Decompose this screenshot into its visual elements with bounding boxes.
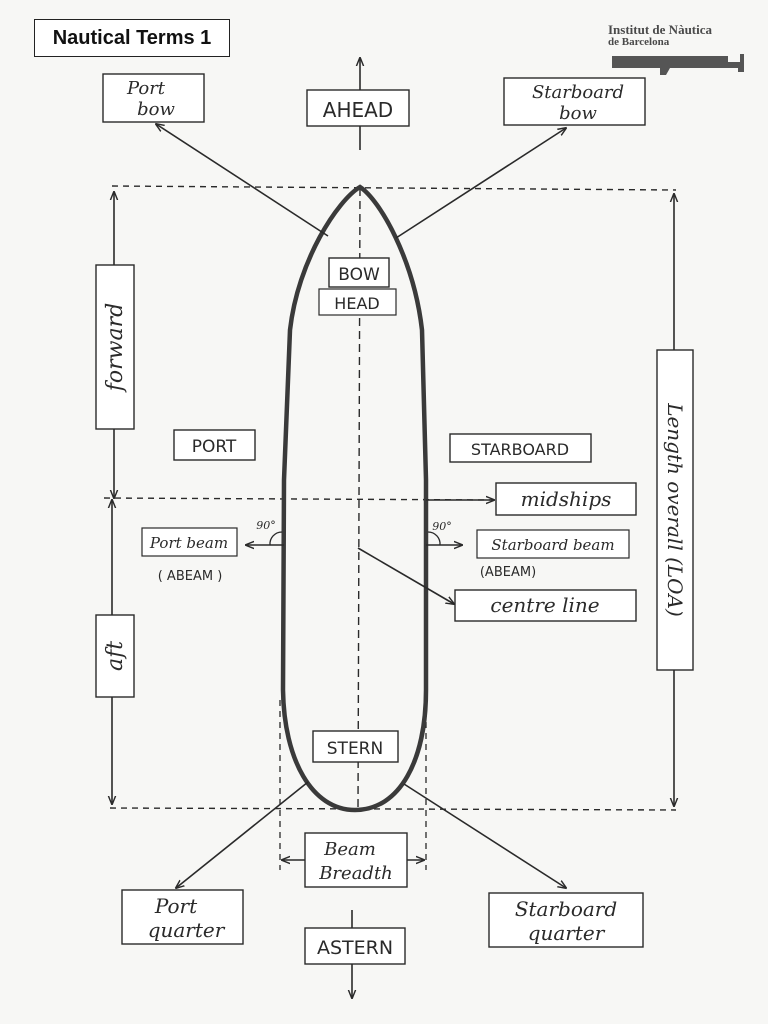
logo-text-line1: Institut de Nàutica	[608, 22, 713, 37]
logo-text-line2: de Barcelona	[608, 36, 670, 48]
breadth-text: Breadth	[318, 863, 393, 884]
port-text: PORT	[192, 437, 237, 457]
port-angle-text: 90°	[256, 519, 276, 532]
starboard-bow-arrow	[395, 128, 566, 239]
midships-text: midships	[521, 487, 612, 511]
port-beam-angle-arc	[269, 531, 283, 546]
starboard-bow-text-1: Starboard	[532, 82, 624, 103]
astern-text: ASTERN	[317, 937, 393, 959]
institute-logo: Institut de Nàutica de Barcelona	[604, 18, 750, 78]
starboard-bow-text-2: bow	[559, 103, 597, 124]
starboard-beam-text: Starboard beam	[491, 536, 614, 554]
centre-line-text: centre line	[490, 593, 599, 617]
starboard-quarter-text-2: quarter	[528, 921, 606, 945]
starboard-abeam-text: (ABEAM)	[480, 565, 536, 580]
head-text: HEAD	[334, 294, 379, 313]
ahead-text: AHEAD	[323, 98, 393, 122]
label-astern: ASTERN	[304, 927, 406, 965]
length-overall-text: Length overall (LOA)	[663, 402, 687, 617]
label-midships: midships	[495, 482, 637, 516]
starboard-quarter-text-1: Starboard	[515, 897, 617, 921]
port-beam-text: Port beam	[149, 534, 228, 552]
starboard-quarter-arrow	[403, 783, 566, 888]
port-quarter-text-2: quarter	[148, 918, 226, 942]
port-quarter-arrow	[176, 781, 309, 888]
port-quarter-text-1: Port	[154, 894, 198, 918]
label-starboard: STARBOARD	[449, 433, 592, 463]
port-bow-text-2: bow	[137, 99, 175, 120]
centre-line-arrow	[357, 547, 454, 604]
bow-text: BOW	[338, 265, 380, 285]
label-port-bow: Port bow	[102, 73, 205, 123]
label-forward: forward	[95, 264, 135, 430]
label-beam-breadth: Beam Breadth	[304, 832, 408, 888]
label-aft: aft	[95, 614, 135, 698]
starboard-angle-text: 90°	[432, 520, 452, 533]
starboard-beam-angle-arc	[427, 531, 441, 546]
label-ahead: AHEAD	[306, 89, 410, 127]
starboard-text: STARBOARD	[471, 440, 569, 459]
page-title: Nautical Terms 1	[52, 26, 212, 49]
label-head: HEAD	[318, 288, 397, 316]
label-bow: BOW	[328, 257, 390, 288]
label-centre-line: centre line	[454, 589, 637, 622]
label-length-overall: Length overall (LOA)	[656, 349, 694, 671]
aft-text: aft	[103, 641, 128, 671]
beam-text: Beam	[323, 839, 376, 860]
port-abeam-text: ( ABEAM )	[158, 569, 223, 584]
label-starboard-bow: Starboard bow	[503, 77, 646, 126]
logo-dock-icon	[612, 54, 744, 75]
forward-text: forward	[103, 303, 128, 393]
label-starboard-beam: Starboard beam	[476, 529, 630, 559]
label-port: PORT	[173, 429, 256, 461]
port-bow-arrow	[156, 124, 329, 237]
ship-hull	[280, 184, 429, 813]
title-box: Nautical Terms 1	[34, 19, 230, 57]
port-bow-text-1: Port	[126, 78, 166, 99]
label-stern: STERN	[312, 730, 399, 763]
label-port-beam: Port beam	[141, 527, 238, 557]
label-starboard-quarter: Starboard quarter	[488, 892, 644, 948]
stern-text: STERN	[327, 739, 383, 759]
label-port-quarter: Port quarter	[121, 889, 244, 945]
